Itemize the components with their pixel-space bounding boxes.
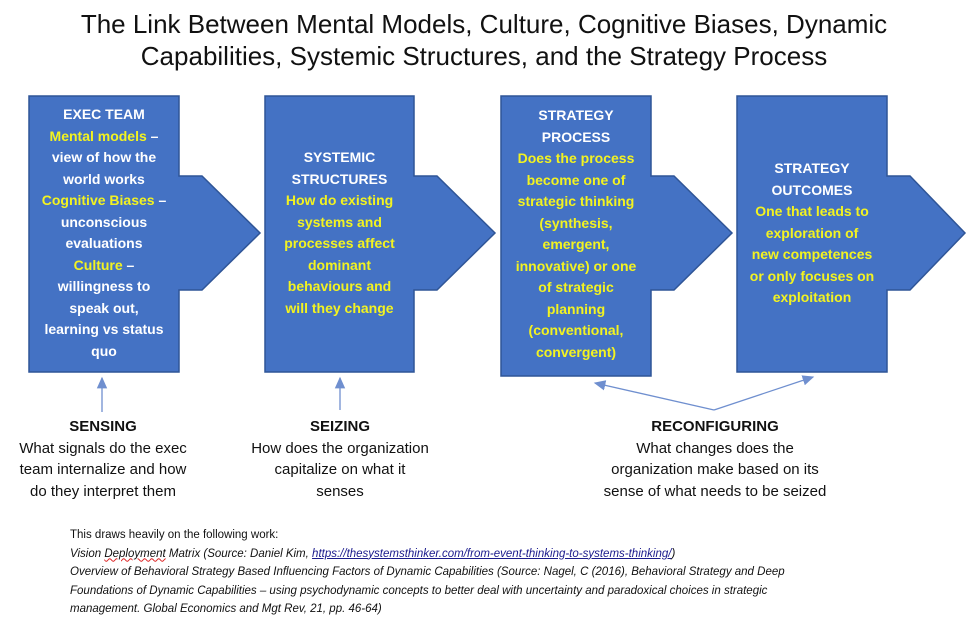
stage-line: sense of what needs to be seized [603,482,827,500]
box1-line: view of how the [51,149,157,165]
reference-nagel-line: management. Global Economics and Mgt Rev… [70,603,382,615]
box2-line: processes affect [284,235,395,251]
reconfiguring-connector-right [713,375,815,411]
box3-line: PROCESS [541,128,611,145]
box3-line: innovative) or one [515,257,637,274]
stage-line: What changes does the [636,439,794,457]
box1-line: unconscious [60,213,148,230]
box2-line: dominant [308,256,371,273]
reconfiguring-connector-left [593,380,715,411]
box4-line: exploration of [765,224,859,241]
box4-line: STRATEGY [774,160,850,176]
box4-line: or only focuses on [749,267,875,284]
stage-sensing: SENSING What signals do the exec team in… [0,416,206,502]
box4-line: OUTCOMES [771,181,853,198]
box-strategy-process [500,95,734,377]
box1-line: Culture – [73,256,135,273]
box1-line: learning vs status [44,321,164,337]
stage-line: senses [316,482,364,500]
box4-line: One that leads to [755,203,869,219]
box3-line: (synthesis, [539,214,613,231]
box2-line: systems and [297,213,382,230]
box1-line: willingness to [57,278,151,294]
reference-nagel-line: Foundations of Dynamic Capabilities – us… [70,584,768,597]
spellcheck-word: Deployment [104,547,166,560]
box1-line: EXEC TEAM [63,106,145,122]
box2-line: SYSTEMIC [303,149,376,165]
box-exec-team [28,95,262,373]
box1-line: Mental models – [49,127,159,144]
stage-heading: RECONFIGURING [651,418,779,435]
box1-line: world works [63,170,145,187]
box3-line: STRATEGY [538,107,614,123]
box1-line: speak out, [69,299,139,316]
box1-line: evaluations [65,235,143,251]
diagram-title: The Link Between Mental Models, Culture,… [80,9,888,71]
stage-line: team internalize and how [19,461,187,478]
box4-line: exploitation [772,289,852,305]
box-text-systemic-structures: SYSTEMIC STRUCTURES How do existing syst… [265,147,414,319]
box2-line: will they change [285,299,394,316]
reference-nagel-line: Overview of Behavioral Strategy Based In… [70,566,785,578]
references: This draws heavily on the following work… [70,526,950,619]
stage-heading: SEIZING [309,418,370,435]
box3-line: planning [546,300,606,317]
box3-line: strategic thinking [517,193,635,209]
box3-line: emergent, [542,236,610,252]
stage-line: capitalize on what it [274,461,406,478]
stage-line: organization make based on its [611,461,819,478]
box3-line: (conventional, [528,322,624,338]
stage-heading: SENSING [69,418,137,435]
box1-line: quo [91,342,117,359]
box-text-strategy-outcomes: STRATEGY OUTCOMES One that leads to expl… [737,158,887,309]
box3-line: become one of [526,171,626,188]
box-text-strategy-process: STRATEGY PROCESS Does the process become… [501,105,651,363]
box3-line: Does the process [517,150,635,166]
reference-link[interactable]: https://thesystemsthinker.com/from-event… [312,547,672,560]
stage-seizing: SEIZING How does the organization capita… [230,416,450,502]
box-text-exec-team: EXEC TEAM Mental models – view of how th… [29,104,179,362]
box4-line: new competences [751,246,873,262]
stage-reconfiguring: RECONFIGURING What changes does the orga… [580,416,850,502]
box-strategy-outcomes [736,95,967,373]
box2-line: STRUCTURES [291,170,388,187]
stage-line: do they interpret them [30,482,176,500]
stage-line: How does the organization [251,439,429,457]
reference-kim: Vision Deployment Matrix (Source: Daniel… [70,547,676,560]
box3-line: of strategic [538,279,614,295]
box3-line: convergent) [535,343,617,360]
box-systemic-structures [264,95,497,373]
stage-line: What signals do the exec [19,439,187,457]
box2-line: behaviours and [287,278,392,294]
box2-line: How do existing [285,192,394,208]
references-intro: This draws heavily on the following work… [70,529,279,541]
box1-line: Cognitive Biases – [41,192,167,208]
